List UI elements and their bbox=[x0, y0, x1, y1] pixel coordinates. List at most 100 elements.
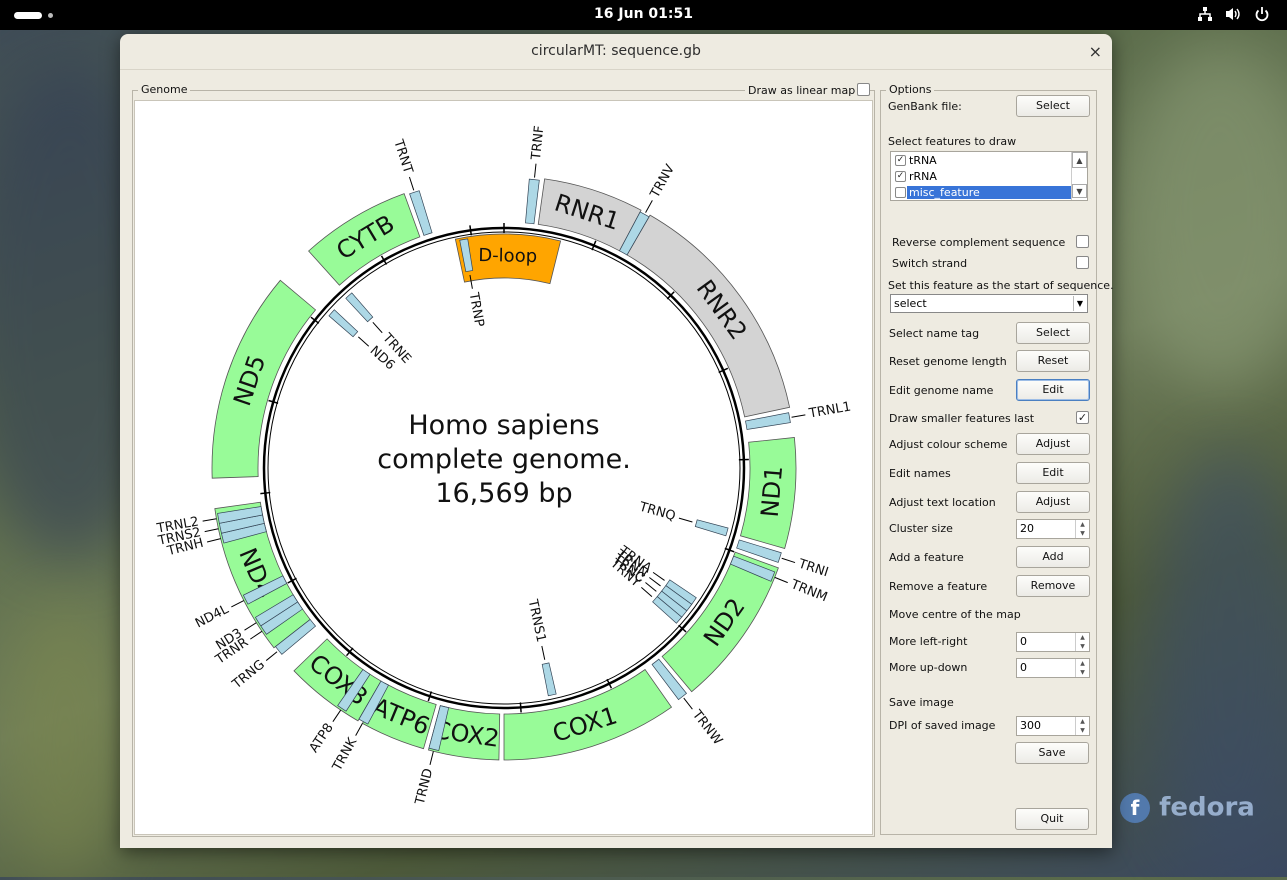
edit-genome-name-button[interactable]: Edit bbox=[1016, 379, 1090, 401]
tick-mark bbox=[260, 493, 270, 494]
remove-feature-button[interactable]: Remove bbox=[1016, 575, 1090, 597]
tick-mark bbox=[470, 225, 471, 235]
up-down-value: 0 bbox=[1020, 661, 1027, 674]
list-item-rrna[interactable]: ✓ rRNA bbox=[891, 169, 1073, 185]
circular-map: RNR1RNR2ND1ND2COX1COX2ATP6COX3ND4ND5CYTB… bbox=[135, 101, 872, 834]
scroll-down-icon[interactable]: ▼ bbox=[1072, 184, 1087, 198]
chevron-down-icon[interactable]: ▼ bbox=[1073, 296, 1086, 311]
trna-leader-line bbox=[792, 415, 806, 417]
switch-strand-label: Switch strand bbox=[892, 257, 967, 270]
rrna-checkbox[interactable]: ✓ bbox=[895, 171, 906, 182]
name-tag-button[interactable]: Select bbox=[1016, 322, 1090, 344]
spin-arrows-icon[interactable]: ▲▼ bbox=[1075, 633, 1089, 651]
start-feature-select[interactable]: select ▼ bbox=[890, 294, 1088, 313]
quit-button[interactable]: Quit bbox=[1015, 808, 1089, 830]
trna-label: ND4L bbox=[193, 602, 232, 632]
cluster-size-spinbox[interactable]: 20 ▲▼ bbox=[1016, 519, 1090, 539]
tick-mark bbox=[520, 702, 521, 712]
scroll-up-icon[interactable]: ▲ bbox=[1072, 152, 1087, 168]
trna-label: TRNW bbox=[688, 707, 725, 748]
power-icon[interactable] bbox=[1254, 6, 1270, 26]
trna-leader-line bbox=[782, 558, 795, 562]
feature-list[interactable]: ✓ tRNA ✓ rRNA misc_feature ▲ ▼ bbox=[890, 151, 1088, 201]
genome-title-line2: complete genome. bbox=[377, 444, 631, 475]
trna-leader-line bbox=[203, 519, 217, 521]
switch-strand-checkbox[interactable] bbox=[1076, 256, 1089, 269]
misc-feature-checkbox[interactable] bbox=[895, 187, 906, 198]
trna-label: TRNV bbox=[647, 162, 678, 201]
colour-scheme-label: Adjust colour scheme bbox=[889, 438, 1007, 451]
volume-icon[interactable] bbox=[1224, 6, 1242, 26]
trna-mark bbox=[542, 663, 556, 696]
save-button[interactable]: Save bbox=[1015, 742, 1089, 764]
wallpaper-shape bbox=[1120, 40, 1287, 390]
trna-label: TRNT bbox=[390, 137, 415, 176]
genome-length: 16,569 bp bbox=[435, 478, 572, 509]
cluster-size-value: 20 bbox=[1020, 522, 1034, 535]
trna-label: TRNG bbox=[229, 657, 268, 692]
trna-label: TRNL1 bbox=[807, 399, 852, 421]
list-item-trna[interactable]: ✓ tRNA bbox=[891, 153, 1073, 169]
smaller-last-label: Draw smaller features last bbox=[889, 412, 1034, 425]
start-feature-label: Set this feature as the start of sequenc… bbox=[888, 279, 1114, 292]
trna-label: TRNS1 bbox=[524, 597, 548, 643]
spin-arrows-icon[interactable]: ▲▼ bbox=[1075, 659, 1089, 677]
linear-map-checkbox[interactable] bbox=[857, 83, 870, 96]
spin-arrows-icon[interactable]: ▲▼ bbox=[1075, 520, 1089, 538]
close-icon[interactable]: × bbox=[1089, 42, 1102, 61]
feature-label: D-loop bbox=[478, 245, 537, 267]
cluster-size-label: Cluster size bbox=[889, 522, 953, 535]
trna-label: TRNP bbox=[466, 290, 487, 328]
trna-leader-line bbox=[535, 164, 536, 178]
smaller-last-checkbox[interactable]: ✓ bbox=[1076, 411, 1089, 424]
trna-mark bbox=[525, 179, 539, 224]
scroll-track[interactable] bbox=[1072, 168, 1087, 184]
colour-scheme-button[interactable]: Adjust bbox=[1016, 433, 1090, 455]
trna-leader-line bbox=[684, 698, 693, 709]
reverse-checkbox[interactable] bbox=[1076, 235, 1089, 248]
trna-mark bbox=[346, 293, 373, 322]
reset-length-label: Reset genome length bbox=[889, 355, 1007, 368]
left-right-value: 0 bbox=[1020, 635, 1027, 648]
add-feature-button[interactable]: Add bbox=[1016, 546, 1090, 568]
trna-label: TRND bbox=[413, 767, 437, 807]
dpi-value: 300 bbox=[1020, 719, 1041, 732]
trna-leader-line bbox=[205, 529, 219, 532]
features-label: Select features to draw bbox=[888, 135, 1016, 148]
list-item-misc-feature[interactable]: misc_feature bbox=[891, 185, 1073, 201]
trna-label: TRNQ bbox=[637, 499, 678, 524]
text-location-button[interactable]: Adjust bbox=[1016, 491, 1090, 513]
text-location-label: Adjust text location bbox=[889, 496, 996, 509]
genbank-select-button[interactable]: Select bbox=[1016, 95, 1090, 117]
start-feature-value: select bbox=[894, 297, 927, 310]
left-right-spinbox[interactable]: 0 ▲▼ bbox=[1016, 632, 1090, 652]
clock[interactable]: 16 Jun 01:51 bbox=[0, 6, 1287, 22]
trna-leader-line bbox=[641, 587, 652, 596]
list-scrollbar[interactable]: ▲ ▼ bbox=[1071, 152, 1087, 200]
trna-leader-line bbox=[373, 322, 382, 332]
trna-checkbox[interactable]: ✓ bbox=[895, 155, 906, 166]
fedora-logo: f fedora bbox=[1120, 792, 1255, 823]
trna-leader-line bbox=[645, 583, 656, 592]
dpi-spinbox[interactable]: 300 ▲▼ bbox=[1016, 716, 1090, 736]
save-image-label: Save image bbox=[889, 696, 954, 709]
trna-leader-line bbox=[356, 723, 363, 735]
trna-leader-line bbox=[244, 623, 256, 630]
trna-label: TRNI bbox=[796, 556, 831, 580]
trna-leader-line bbox=[231, 601, 243, 607]
edit-names-label: Edit names bbox=[889, 467, 951, 480]
top-bar: 16 Jun 01:51 bbox=[0, 0, 1287, 30]
trna-leader-line bbox=[358, 337, 368, 346]
trna-leader-line bbox=[653, 572, 664, 580]
reset-button[interactable]: Reset bbox=[1016, 350, 1090, 372]
up-down-spinbox[interactable]: 0 ▲▼ bbox=[1016, 658, 1090, 678]
edit-names-button[interactable]: Edit bbox=[1016, 462, 1090, 484]
name-tag-label: Select name tag bbox=[889, 327, 979, 340]
title-bar[interactable]: circularMT: sequence.gb × bbox=[120, 34, 1112, 70]
app-window: circularMT: sequence.gb × Genome Draw as… bbox=[120, 34, 1112, 848]
trna-leader-line bbox=[679, 518, 692, 522]
spin-arrows-icon[interactable]: ▲▼ bbox=[1075, 717, 1089, 735]
network-icon[interactable] bbox=[1197, 6, 1213, 26]
trna-leader-line bbox=[333, 710, 341, 722]
